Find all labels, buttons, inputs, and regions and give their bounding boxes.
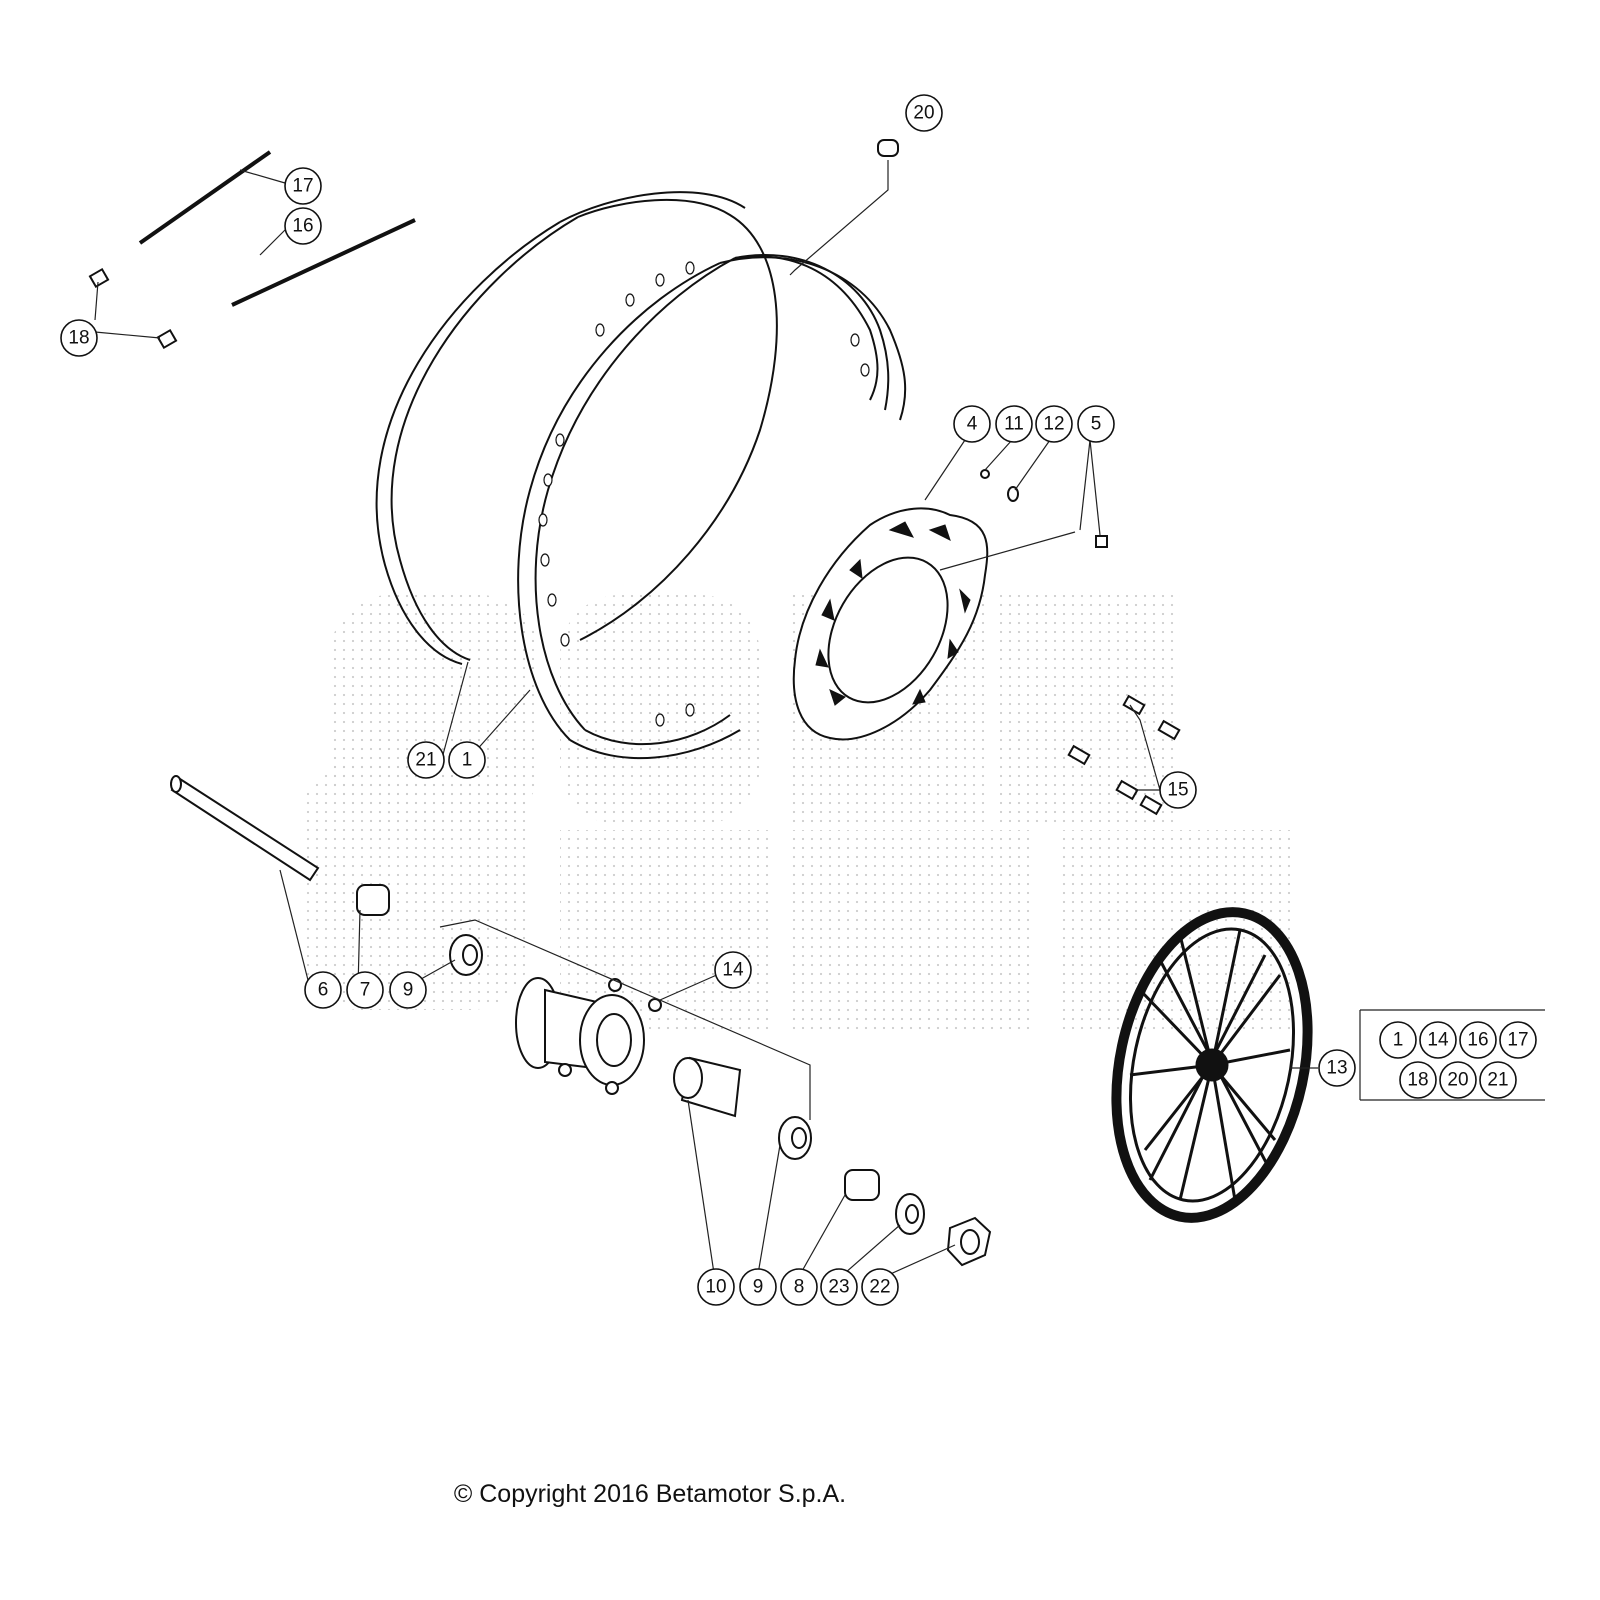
callout-label: 16 [1467, 1030, 1488, 1051]
callout-label: 17 [1507, 1030, 1528, 1051]
watermark [300, 595, 1290, 1030]
callout-label: 12 [1043, 414, 1064, 435]
callout: 11 [995, 405, 1033, 443]
callout: 20 [905, 94, 943, 132]
callout-label: 16 [292, 216, 313, 237]
callout-label: 10 [705, 1277, 726, 1298]
callout: 1 [448, 741, 486, 779]
valve-cap [877, 139, 899, 157]
callout: 8 [780, 1268, 818, 1306]
callout-label: 15 [1167, 780, 1188, 801]
callout: 17 [284, 167, 322, 205]
callout-label: 9 [753, 1277, 764, 1298]
callout: 9 [739, 1268, 777, 1306]
callout: 21 [407, 741, 445, 779]
callout-label: 22 [869, 1277, 890, 1298]
callout: 13 [1318, 1049, 1356, 1087]
callout-label: 20 [913, 103, 934, 124]
copyright-notice: © Copyright 2016 Betamotor S.p.A. [0, 1480, 1600, 1509]
callout-label: 4 [967, 414, 978, 435]
callout-label: 7 [360, 980, 371, 1001]
tire [375, 191, 778, 665]
callout: 7 [346, 971, 384, 1009]
callout: 14 [1419, 1021, 1457, 1059]
callout-label: 6 [318, 980, 329, 1001]
callout: 16 [284, 207, 322, 245]
callout: 16 [1459, 1021, 1497, 1059]
callout-label: 9 [403, 980, 414, 1001]
disc-screws [1067, 694, 1181, 816]
callout: 23 [820, 1268, 858, 1306]
callout-label: 23 [828, 1277, 849, 1298]
callout-label: 5 [1091, 414, 1102, 435]
kit-box: 1 14 16 17 18 20 21 [1379, 1021, 1537, 1099]
callout-label: 21 [1487, 1070, 1508, 1091]
callout: 15 [1159, 771, 1197, 809]
callout: 18 [1399, 1061, 1437, 1099]
callout-label: 1 [1393, 1030, 1404, 1051]
callout: 21 [1479, 1061, 1517, 1099]
callout: 9 [389, 971, 427, 1009]
callout-label: 21 [415, 750, 436, 771]
callout: 22 [861, 1268, 899, 1306]
callout: 12 [1035, 405, 1073, 443]
callout: 18 [60, 319, 98, 357]
spacer-right [844, 1169, 880, 1201]
bearing-left [449, 934, 483, 976]
copyright-text: © Copyright 2016 Betamotor S.p.A. [453, 1480, 847, 1508]
callout-label: 20 [1447, 1070, 1468, 1091]
callout: 4 [953, 405, 991, 443]
spacer [356, 884, 390, 916]
callout: 14 [714, 951, 752, 989]
callout: 20 [1439, 1061, 1477, 1099]
callout-label: 11 [1004, 414, 1024, 435]
bearing-right [778, 1116, 812, 1160]
axle-nut [946, 1216, 992, 1267]
spoke-nipples [88, 267, 178, 350]
disc-hardware-top [980, 469, 1108, 548]
callout-label: 18 [68, 328, 89, 349]
callout-label: 13 [1326, 1058, 1347, 1079]
callout-label: 8 [794, 1277, 805, 1298]
rim [517, 254, 907, 760]
callout-label: 18 [1407, 1070, 1428, 1091]
callout-label: 14 [1427, 1030, 1449, 1051]
callout-label: 14 [722, 960, 744, 981]
callout: 10 [697, 1268, 735, 1306]
washer [895, 1193, 925, 1235]
callout-label: 17 [292, 176, 313, 197]
brake-disc [792, 507, 989, 741]
callout: 17 [1499, 1021, 1537, 1059]
callout: 1 [1379, 1021, 1417, 1059]
hub [515, 977, 662, 1095]
axle [170, 775, 320, 882]
spokes [138, 150, 416, 307]
callout: 6 [304, 971, 342, 1009]
complete-wheel [1111, 907, 1313, 1223]
spacer-tube [673, 1056, 742, 1118]
callout-label: 1 [462, 750, 473, 771]
callout: 5 [1077, 405, 1115, 443]
